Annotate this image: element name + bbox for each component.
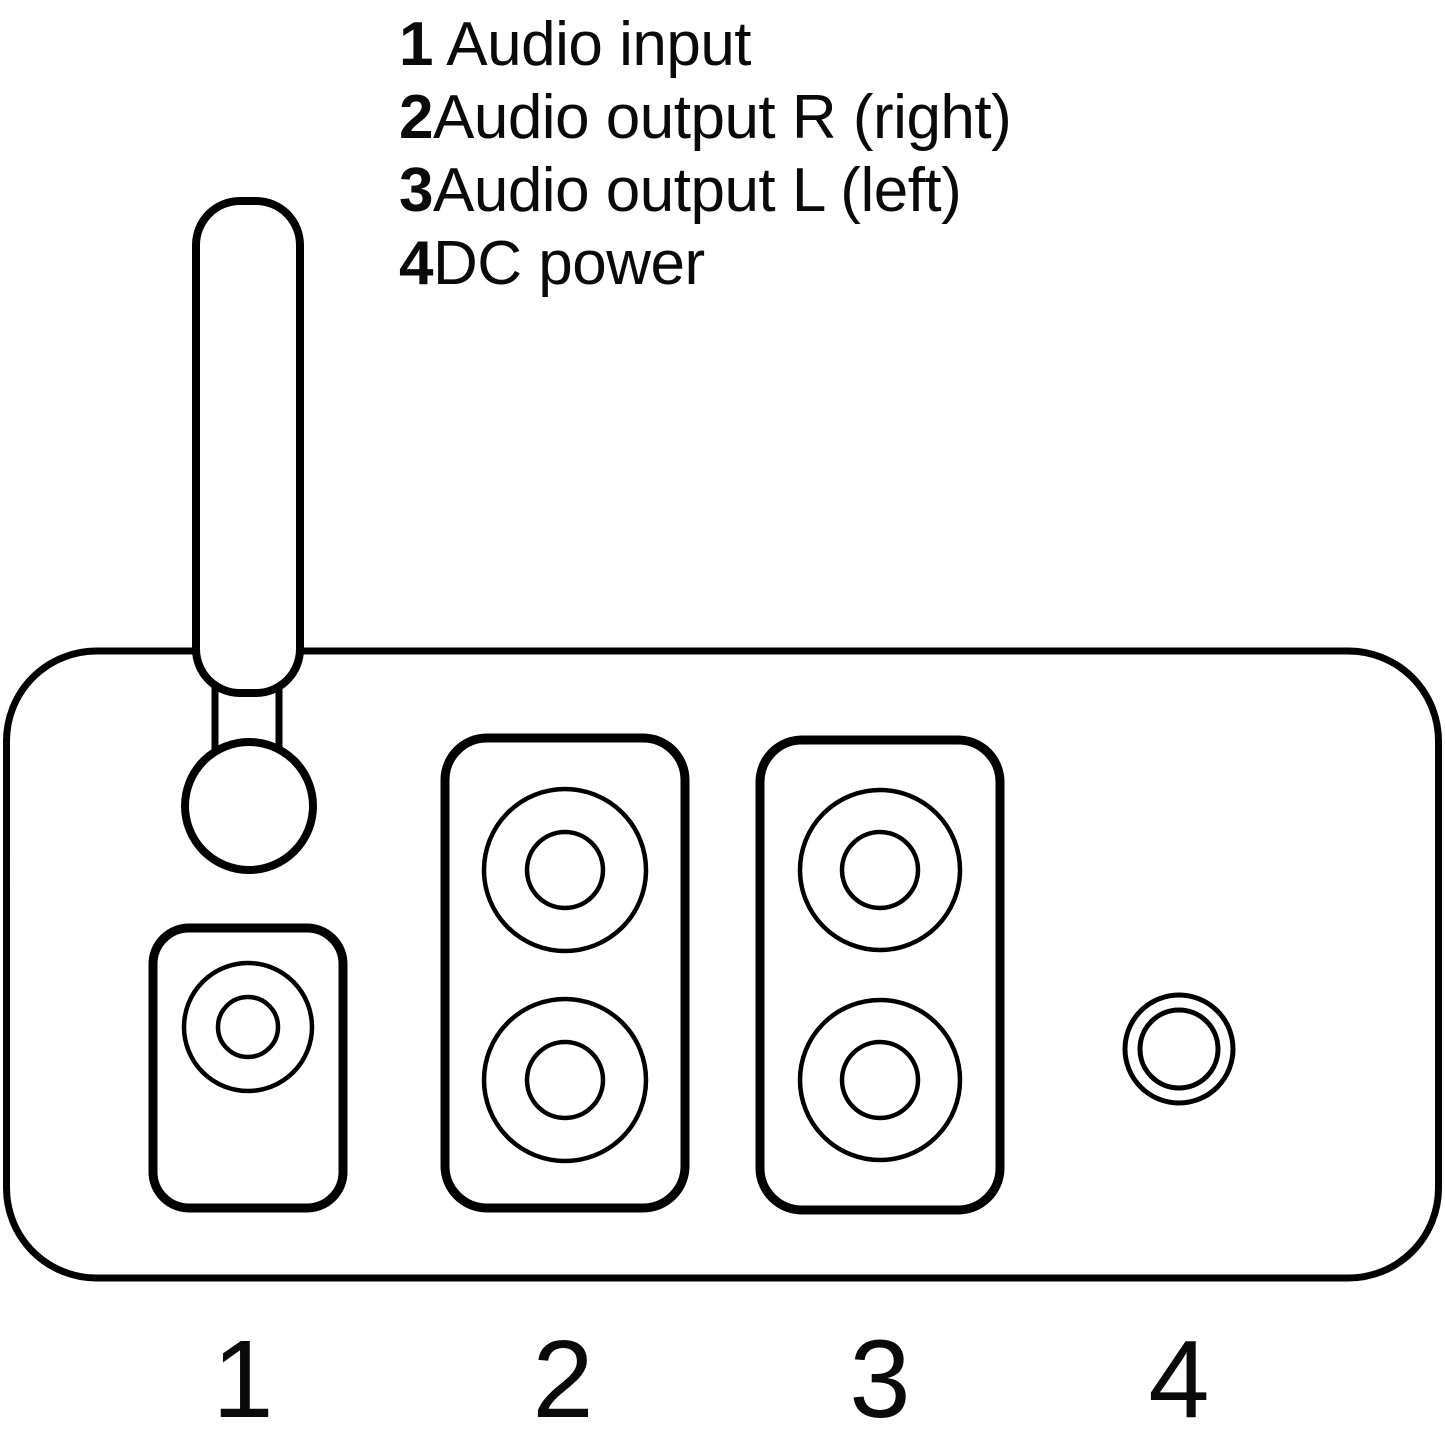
port-3-housing [755,735,1005,1215]
port-3-bottom-rca-center [839,1039,921,1121]
legend-number: 3 [399,156,433,225]
port-1-jack-outer-ring [181,960,315,1094]
legend-item-audio-output-r: 2Audio output R (right) [399,81,1012,154]
port-3-top-rca-outer-ring [797,787,963,953]
port-2-top-rca-outer-ring [481,786,649,954]
legend-item-audio-input: 1 Audio input [399,8,1011,81]
antenna-ball-joint [181,738,317,874]
port-number-3: 3 [849,1318,911,1441]
legend-number: 4 [399,229,433,298]
legend-number: 1 [399,10,433,79]
antenna-icon [181,197,317,874]
audio-input-port [148,923,348,1213]
port-2-bottom-rca-center [524,1039,606,1121]
port-number-2: 2 [532,1318,594,1441]
legend-number: 2 [399,83,433,152]
port-number-1: 1 [212,1318,274,1441]
port-3-top-rca-center [839,829,921,911]
port-2-bottom-rca-outer-ring [481,996,649,1164]
legend-label: DC power [432,229,705,298]
legend-item-dc-power: 4DC power [399,227,1011,300]
port-2-top-rca-center [524,829,606,911]
port-1-housing [148,923,348,1213]
legend: 1 Audio input 2Audio output R (right) 3A… [399,8,1012,300]
dc-jack-outer-ring [1122,992,1236,1106]
antenna-rod [192,197,304,697]
dc-jack-inner-ring [1137,1007,1221,1091]
port-3-bottom-rca-outer-ring [797,997,963,1163]
legend-label: Audio input [432,10,752,79]
port-1-jack-center [215,994,281,1060]
port-2-housing [440,733,690,1213]
device-body [3,647,1442,1282]
port-number-4: 4 [1148,1318,1210,1441]
audio-output-right-port [440,733,690,1213]
dc-power-jack [1122,992,1236,1106]
legend-label: Audio output R (right) [432,83,1012,152]
legend-item-audio-output-l: 3Audio output L (left) [399,154,1011,227]
audio-output-left-port [755,735,1005,1215]
legend-label: Audio output L (left) [432,156,962,225]
